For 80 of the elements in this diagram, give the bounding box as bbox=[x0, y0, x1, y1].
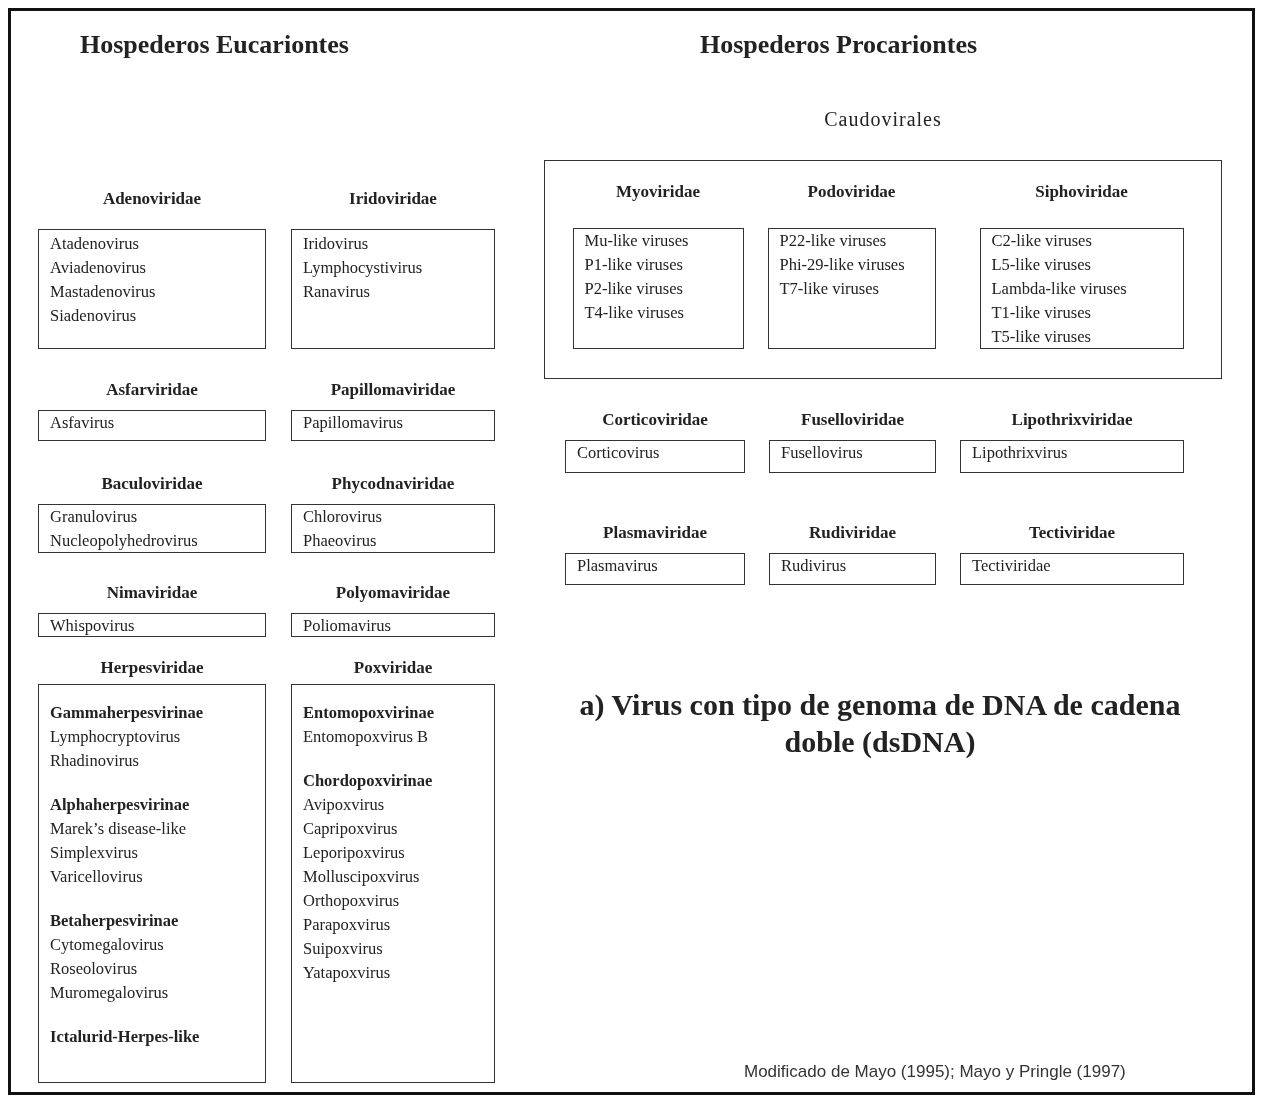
genus-name: Granulovirus bbox=[50, 506, 138, 528]
family-heading: Fuselloviridae bbox=[801, 410, 904, 430]
genus-name: Suipoxvirus bbox=[303, 938, 383, 960]
family-heading: Podoviridae bbox=[807, 181, 896, 202]
genus-name: C2-like viruses bbox=[991, 229, 1092, 252]
genus-name: Ranavirus bbox=[303, 281, 370, 303]
subfamily-heading: Alphaherpesvirinae bbox=[50, 794, 190, 816]
subfamily-heading: Chordopoxvirinae bbox=[303, 770, 433, 792]
genus-name: L5-like viruses bbox=[991, 253, 1091, 276]
genus-name: P1-like viruses bbox=[584, 253, 684, 276]
family-heading: Phycodnaviridae bbox=[331, 474, 455, 494]
genus-name: Rudivirus bbox=[781, 555, 847, 577]
genus-name: Roseolovirus bbox=[50, 958, 138, 980]
genus-name: Lymphocystivirus bbox=[303, 257, 423, 279]
family-heading: Asfarviridae bbox=[106, 380, 198, 400]
subfamily-heading: Entomopoxvirinae bbox=[303, 702, 435, 724]
column-heading: Hospederos Procariontes bbox=[700, 30, 978, 60]
genus-name: Tectiviridae bbox=[972, 555, 1051, 577]
subfamily-heading: Betaherpesvirinae bbox=[50, 910, 179, 932]
genus-name: Nucleopolyhedrovirus bbox=[50, 530, 198, 552]
genus-name: T4-like viruses bbox=[584, 301, 684, 324]
genus-name: P2-like viruses bbox=[584, 277, 684, 300]
genus-name: Leporipoxvirus bbox=[303, 842, 405, 864]
family-heading: Adenoviridae bbox=[102, 189, 202, 209]
genus-name: Lymphocryptovirus bbox=[50, 726, 181, 748]
genus-name: Capripoxvirus bbox=[303, 818, 398, 840]
order-heading: Caudovirales bbox=[824, 108, 942, 131]
genus-name: Rhadinovirus bbox=[50, 750, 139, 772]
family-heading: Polyomaviridae bbox=[335, 583, 451, 603]
genus-name: Papillomavirus bbox=[303, 412, 403, 434]
genus-name: Mastadenovirus bbox=[50, 281, 156, 303]
genus-name: Whispovirus bbox=[50, 615, 135, 637]
family-heading: Plasmaviridae bbox=[603, 523, 707, 543]
genus-name: Mu-like viruses bbox=[584, 229, 689, 252]
family-heading: Papillomaviridae bbox=[330, 380, 456, 400]
source-note: Modificado de Mayo (1995); Mayo y Pringle (1997) bbox=[744, 1062, 1126, 1082]
genus-name: Iridovirus bbox=[303, 233, 369, 255]
genus-name: Phi-29-like viruses bbox=[779, 253, 905, 276]
genus-name: Lambda-like viruses bbox=[991, 277, 1127, 300]
family-heading: Siphoviridae bbox=[1035, 181, 1128, 202]
genus-name: T7-like viruses bbox=[779, 277, 879, 300]
genus-name: Phaeovirus bbox=[303, 530, 377, 552]
family-heading: Corticoviridae bbox=[602, 410, 708, 430]
family-heading: Iridoviridae bbox=[349, 189, 437, 209]
genus-name: Corticovirus bbox=[577, 442, 660, 464]
genus-name: Fusellovirus bbox=[781, 442, 863, 464]
genus-name: Siadenovirus bbox=[50, 305, 137, 327]
family-heading: Myoviridae bbox=[615, 181, 700, 202]
diagram-title: a) Virus con tipo de genoma de DNA de cadena doble (dsDNA) bbox=[578, 687, 1182, 760]
genus-name: Atadenovirus bbox=[50, 233, 139, 255]
genus-name: Parapoxvirus bbox=[303, 914, 391, 936]
genus-name: Yatapoxvirus bbox=[303, 962, 391, 984]
genus-name: P22-like viruses bbox=[779, 229, 887, 252]
family-heading: Tectiviridae bbox=[1028, 523, 1116, 543]
genus-name: Simplexvirus bbox=[50, 842, 138, 864]
family-heading: Herpesviridae bbox=[100, 658, 204, 678]
genus-name: Molluscipoxvirus bbox=[303, 866, 420, 888]
genus-name: T1-like viruses bbox=[991, 301, 1091, 324]
genus-name: Asfavirus bbox=[50, 412, 115, 434]
family-heading: Baculoviridae bbox=[101, 474, 203, 494]
genus-name: Cytomegalovirus bbox=[50, 934, 164, 956]
family-heading: Poxviridae bbox=[353, 658, 433, 678]
genus-name: Chlorovirus bbox=[303, 506, 382, 528]
genus-name: Poliomavirus bbox=[303, 615, 391, 637]
genus-name: T5-like viruses bbox=[991, 325, 1091, 348]
subfamily-heading: Ictalurid-Herpes-like bbox=[50, 1026, 200, 1048]
genus-name: Orthopoxvirus bbox=[303, 890, 400, 912]
genus-name: Marek’s disease-like bbox=[50, 818, 187, 840]
column-heading: Hospederos Eucariontes bbox=[80, 30, 349, 60]
genus-name: Entomopoxvirus B bbox=[303, 726, 429, 748]
genus-name: Lipothrixvirus bbox=[972, 442, 1068, 464]
genus-name: Aviadenovirus bbox=[50, 257, 146, 279]
genus-name: Avipoxvirus bbox=[303, 794, 385, 816]
family-heading: Lipothrixviridae bbox=[1011, 410, 1133, 430]
genus-name: Muromegalovirus bbox=[50, 982, 169, 1004]
subfamily-heading: Gammaherpesvirinae bbox=[50, 702, 204, 724]
family-heading: Rudiviridae bbox=[809, 523, 896, 543]
genus-name: Plasmavirus bbox=[577, 555, 658, 577]
genus-name: Varicellovirus bbox=[50, 866, 143, 888]
family-heading: Nimaviridae bbox=[106, 583, 198, 603]
